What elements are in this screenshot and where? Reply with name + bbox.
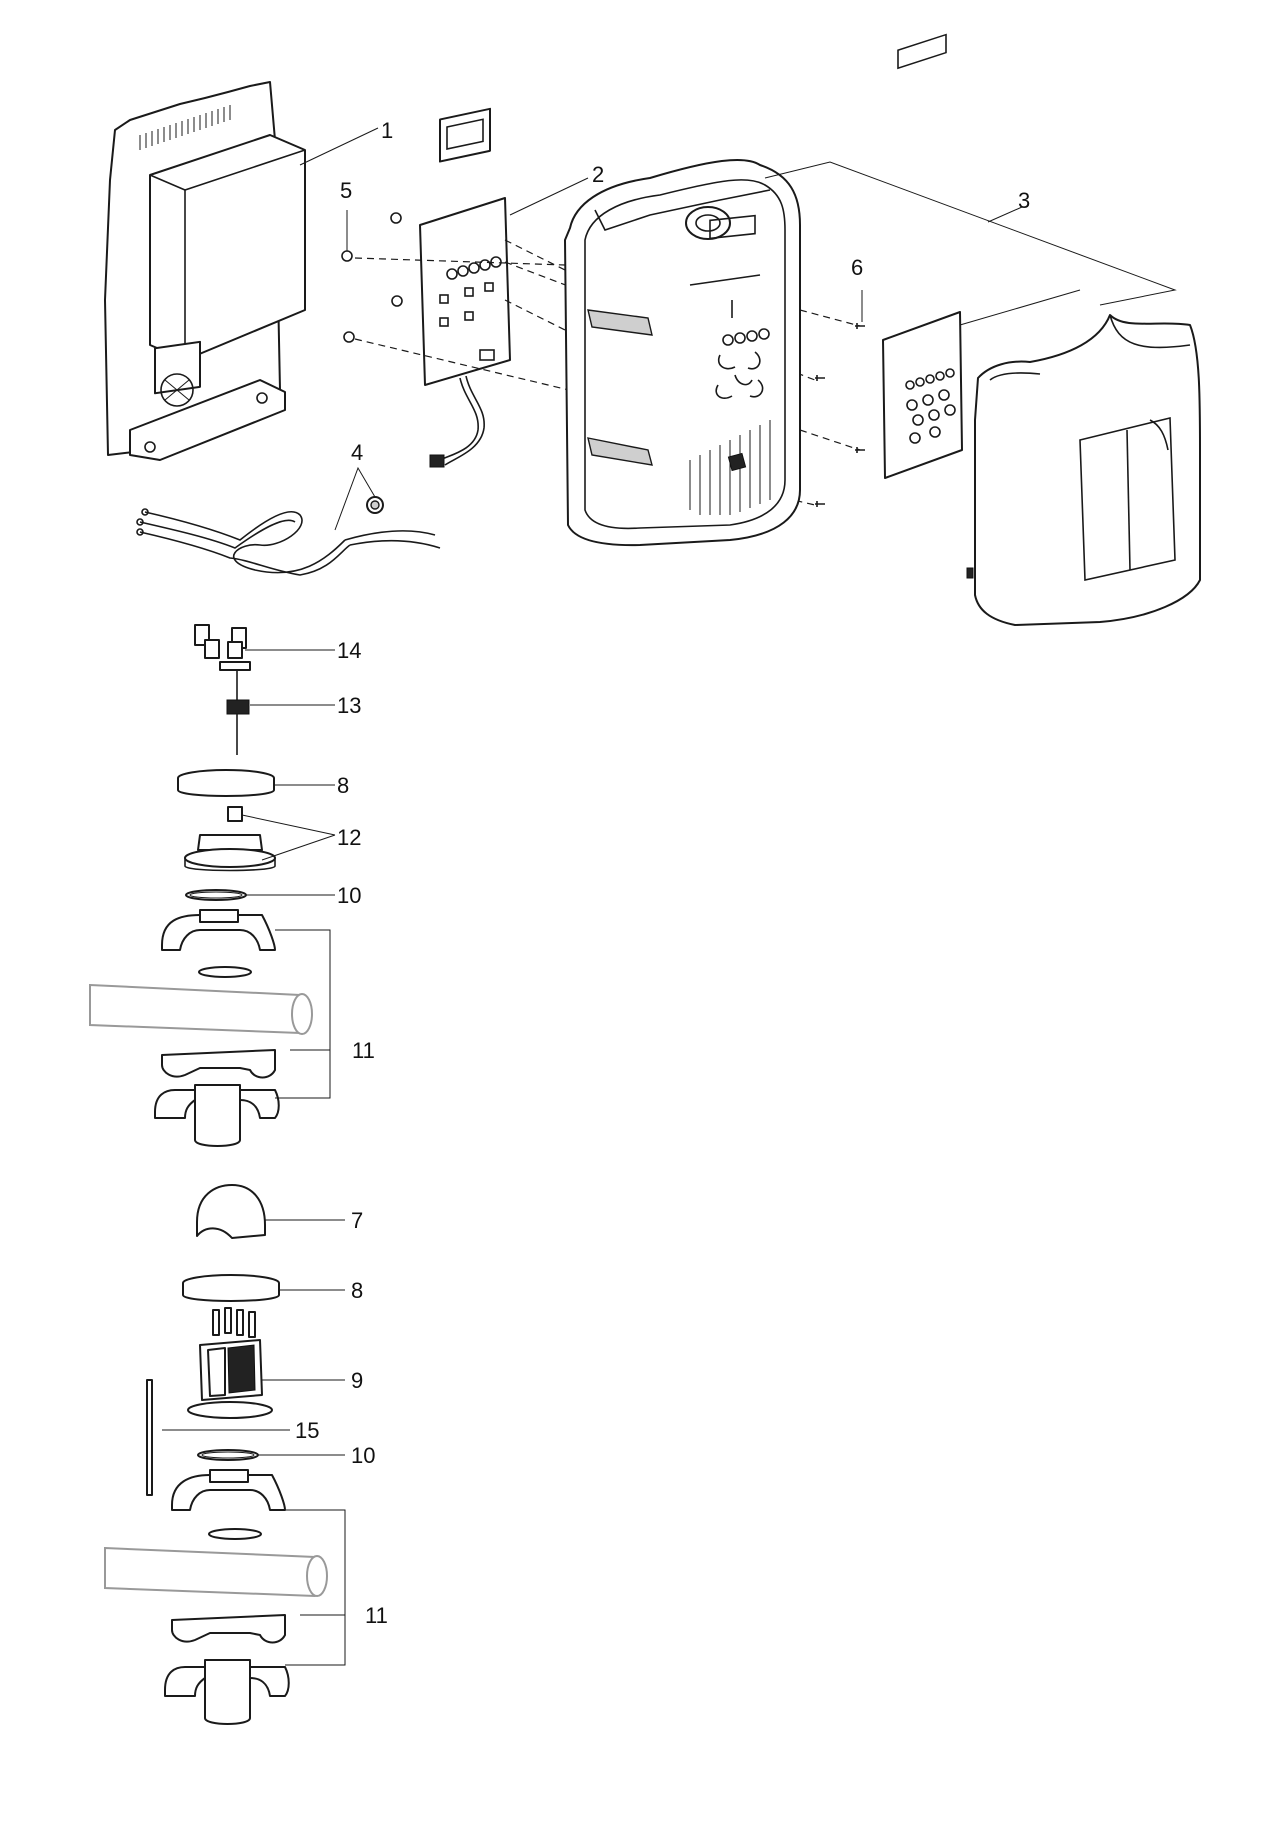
lock-nut-upper-part-8 xyxy=(177,769,275,797)
housing-outline-part-3 xyxy=(764,161,1177,326)
o-ring-upper-part-10 xyxy=(185,889,247,901)
electrolysis-cell-part-9 xyxy=(187,1307,273,1419)
callout-3: 3 xyxy=(1018,188,1030,213)
leader-line-11a xyxy=(275,929,331,1099)
callout-7: 7 xyxy=(351,1208,363,1233)
callout-5: 5 xyxy=(340,178,352,203)
rod-part-15 xyxy=(146,1379,153,1496)
callout-10-upper: 10 xyxy=(337,883,361,908)
lock-nut-lower-part-8 xyxy=(182,1274,280,1302)
power-supply-part-1 xyxy=(104,81,306,461)
callout-8-upper: 8 xyxy=(337,773,349,798)
callout-14: 14 xyxy=(337,638,361,663)
callout-8-lower: 8 xyxy=(351,1278,363,1303)
leader-line-4 xyxy=(334,466,376,531)
control-unit-housing xyxy=(564,158,801,547)
pipe-clamp-lower-part-11 xyxy=(104,1469,328,1725)
sensor-housing-part-12 xyxy=(184,806,276,872)
callout-4: 4 xyxy=(351,440,363,465)
callout-9: 9 xyxy=(351,1368,363,1393)
callout-11-upper: 11 xyxy=(352,1038,375,1063)
callout-6: 6 xyxy=(851,255,863,280)
callout-11-lower: 11 xyxy=(365,1603,388,1628)
o-ring-lower-part-10 xyxy=(197,1449,259,1461)
cable-glands-part-14 xyxy=(194,624,247,659)
circuit-board-part-2 xyxy=(341,107,511,468)
sensor-probe-part-13 xyxy=(219,661,251,755)
screws-part-6 xyxy=(815,323,865,507)
callout-12: 12 xyxy=(337,825,361,850)
leader-line-1 xyxy=(299,127,379,166)
keypad-overlay xyxy=(882,33,963,479)
callout-1: 1 xyxy=(381,118,393,143)
front-cover xyxy=(966,314,1201,626)
callout-2: 2 xyxy=(592,162,604,187)
cell-cover-part-7 xyxy=(196,1184,266,1239)
leader-line-11b xyxy=(285,1509,346,1666)
cable-part-4 xyxy=(136,496,441,576)
leader-line-12 xyxy=(241,814,336,861)
callout-10-lower: 10 xyxy=(351,1443,375,1468)
pipe-clamp-upper-part-11 xyxy=(89,909,313,1147)
leader-line-2 xyxy=(509,177,589,216)
callout-15: 15 xyxy=(295,1418,319,1443)
callout-13: 13 xyxy=(337,693,361,718)
